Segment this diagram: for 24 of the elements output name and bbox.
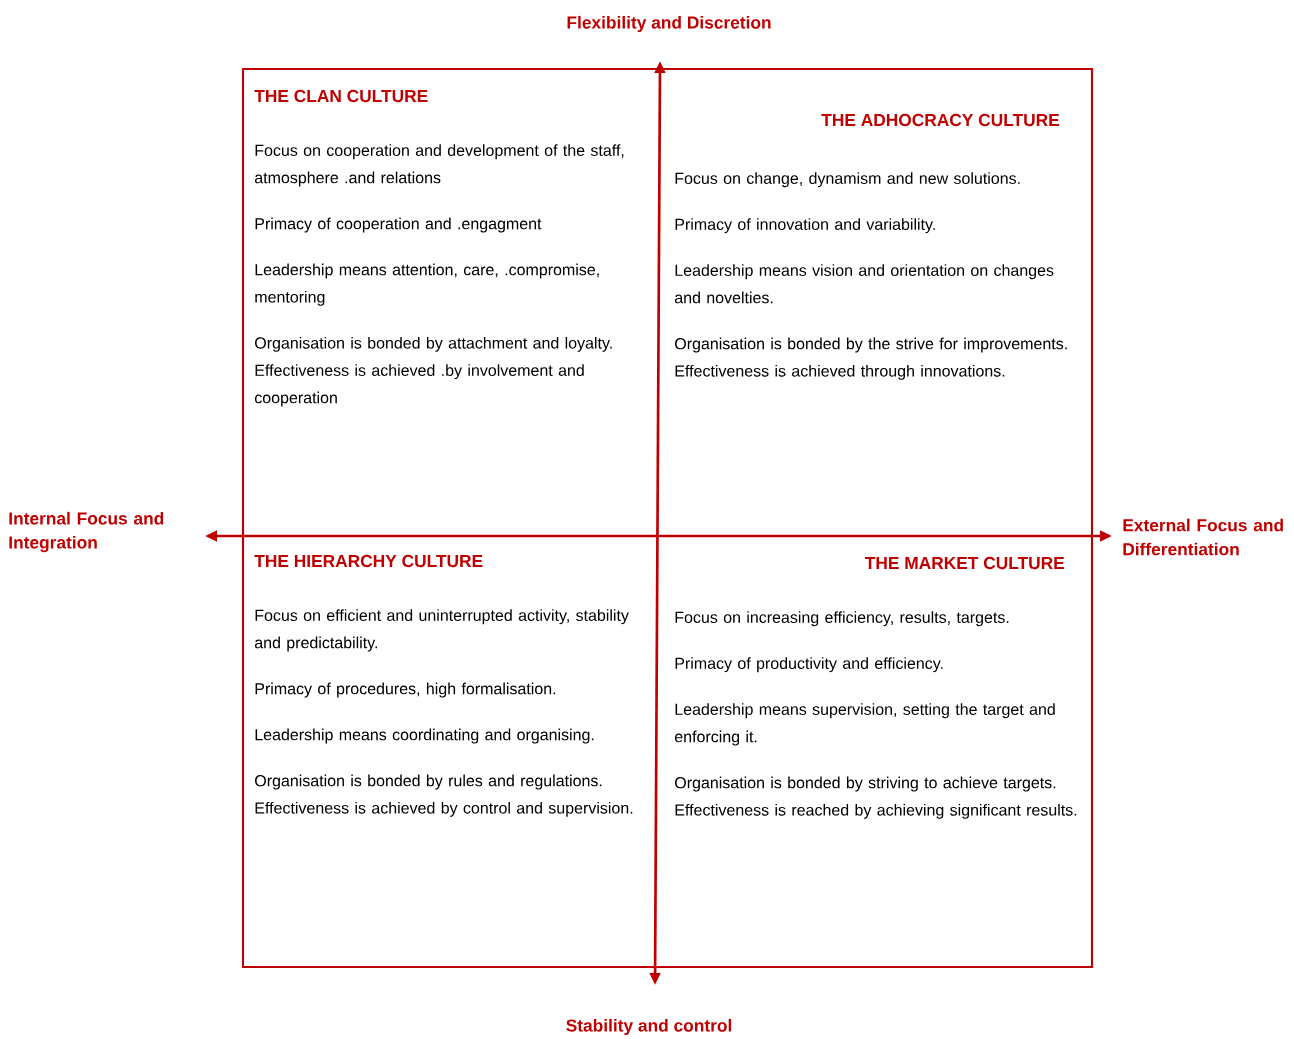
paragraph: Organisation is bonded by attachment and loyalty. Effectiveness is achieved .by involvement and cooperation [254,336,612,407]
paragraph: Focus on increasing efficiency, results, targets. [675,611,1009,627]
paragraph: Leadership means coordinating and organising. [255,728,594,744]
paragraph: Leadership means attention, care, .compromise, mentoring [255,263,599,306]
paragraph: Leadership means vision and orientation on changes and novelties. [674,264,1054,304]
paragraph: Focus on cooperation and development of the staff, atmosphere .and relations [254,144,624,187]
paragraph: Primacy of innovation and variability. [675,218,935,234]
paragraph: Focus on efficient and uninterrupted activity, stability and predictability. [254,609,629,652]
paragraph: Leadership means supervision, setting the target and enforcing it. [674,703,1055,746]
paragraph: Organisation is bonded by striving to achieve targets. Effectiveness is reached by achieving significant results. [675,776,1077,819]
heading: THE HIERARCHY CULTURE [254,554,483,568]
heading: THE MARKET CULTURE [865,556,1065,570]
axis-label: Flexibility and Discretion [567,15,771,33]
axis-label: Internal Focus and Integration [9,511,164,553]
heading: THE ADHOCRACY CULTURE [821,113,1060,127]
paragraph: Organisation is bonded by the strive for improvements. Effectiveness is achieved through innovations. [675,337,1067,380]
paragraph: Primacy of productivity and efficiency. [675,657,943,673]
paragraph: Primacy of cooperation and .engagment [255,217,542,233]
axis-label: External Focus and Differentiation [1123,518,1283,556]
axis-label: Stability and control [566,1018,732,1036]
paragraph: Primacy of procedures, high formalisation. [255,682,556,698]
heading: THE CLAN CULTURE [254,89,428,103]
paragraph: Organisation is bonded by rules and regulations. Effectiveness is achieved by control and supervision. [255,774,633,817]
paragraph: Focus on change, dynamism and new solutions. [675,172,1020,188]
